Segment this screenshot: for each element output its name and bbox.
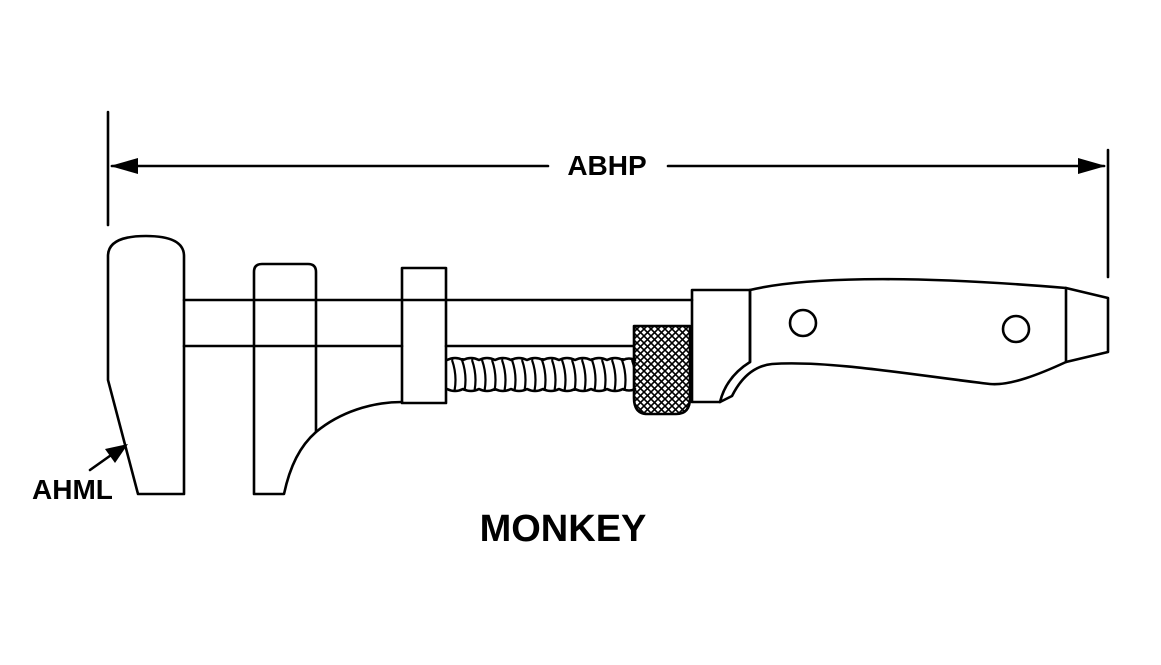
knurled-nut	[632, 324, 692, 416]
diagram-caption: MONKEY	[480, 508, 647, 550]
rivet-left	[788, 308, 818, 338]
left-arrowhead	[110, 158, 138, 174]
jaw-label: AHML	[32, 474, 113, 505]
ferrule	[690, 288, 752, 404]
jaw-leader-arrowhead	[105, 444, 128, 463]
rivet-right	[1001, 314, 1031, 344]
handle-end-cap	[1064, 286, 1110, 364]
overall-length-label: ABHP	[567, 150, 646, 181]
overall-length-dimension	[106, 110, 1110, 279]
collar	[400, 266, 448, 405]
right-arrowhead	[1078, 158, 1106, 174]
adjusting-screw-body	[447, 358, 635, 391]
wrench-shank	[182, 298, 694, 348]
fixed-jaw	[106, 234, 186, 496]
handle-grip	[718, 277, 1068, 404]
adjusting-screw-outline	[445, 356, 637, 393]
movable-jaw	[252, 262, 318, 496]
jaw-sweep-curve	[314, 400, 404, 434]
